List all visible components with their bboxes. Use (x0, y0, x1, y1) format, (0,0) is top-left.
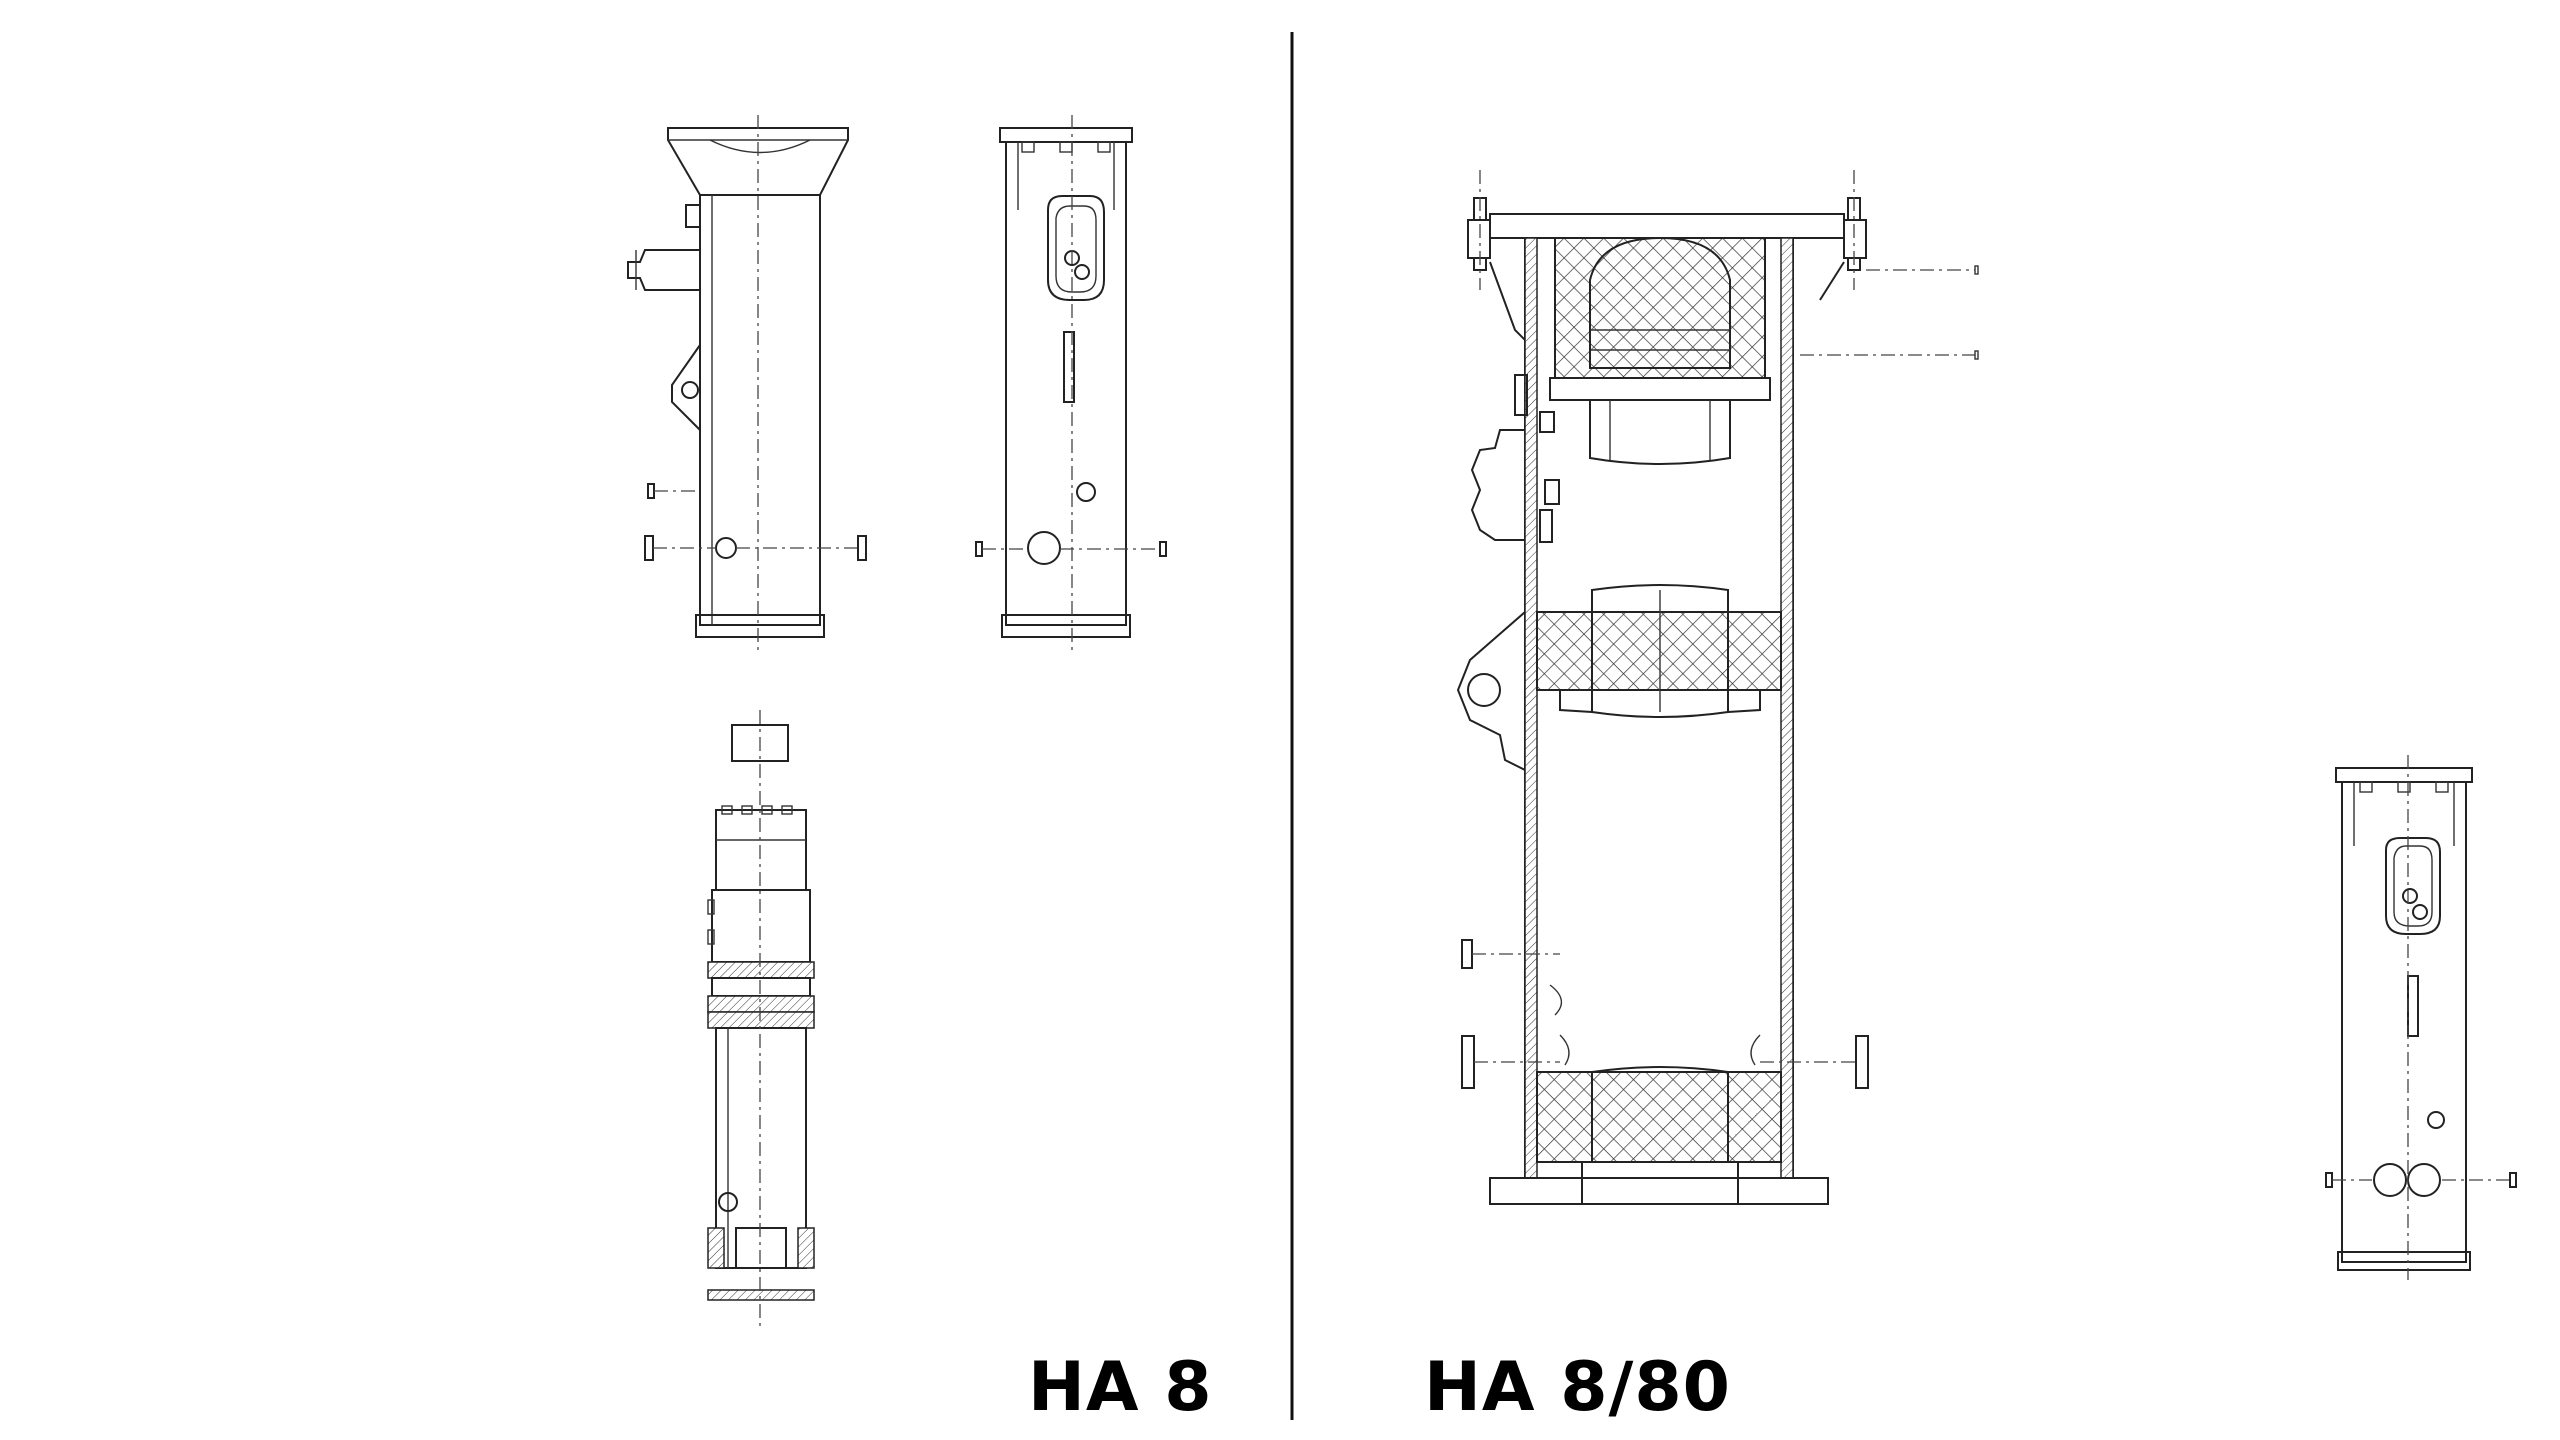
model-label-ha8: HA 8 (1028, 1348, 1213, 1427)
model-label-ha880: HA 8/80 (1424, 1348, 1731, 1427)
ha880-small-front-view (2325, 755, 2517, 1280)
ha8-side-view (627, 115, 867, 650)
ha8-front-view (975, 115, 1167, 650)
ha8-exploded-view (707, 710, 815, 1330)
ha880-section-view (1456, 170, 1979, 1205)
